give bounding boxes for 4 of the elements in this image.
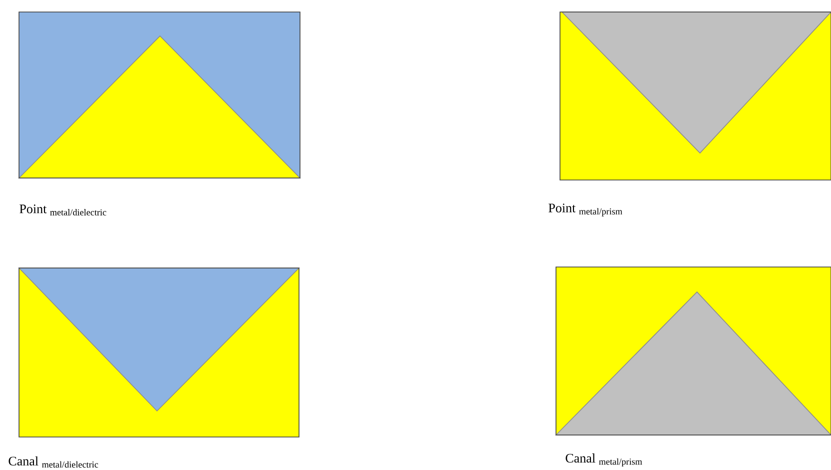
- panel-label: $\text{Canal}\ _{\text{metal/prism}}$: [566, 453, 642, 467]
- panel-label: $\text{Canal}\ _{\text{metal/dielectric}}$: [8, 456, 98, 468]
- panel-label: $\text{Point}\ _{\text{metal/prism}}$: [548, 204, 622, 216]
- panel-label: $\text{Point}\ _{\text{metal/dielectric}}$: [20, 204, 106, 216]
